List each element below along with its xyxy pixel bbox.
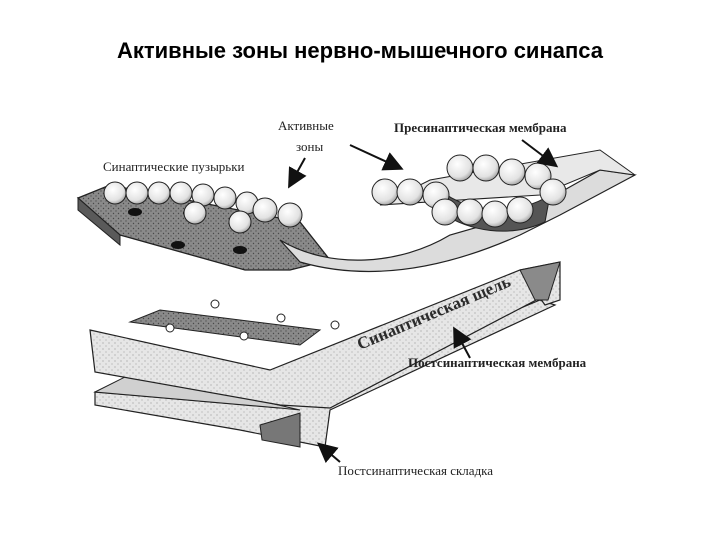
label-postsynaptic-fold: Постсинаптическая складка — [338, 463, 493, 478]
annotation-arrows — [288, 139, 559, 463]
postsynaptic-membrane-sheet — [89, 261, 561, 409]
synaptic-vesicles-left — [103, 181, 303, 234]
label-active-zones-line1: Активные — [278, 118, 334, 133]
slide-title: Активные зоны нервно-мышечного синапса — [116, 38, 604, 63]
label-presynaptic-membrane: Пресинаптическая мембрана — [394, 120, 567, 135]
label-synaptic-vesicles: Синаптические пузырьки — [103, 159, 245, 174]
label-postsynaptic-membrane: Постсинаптическая мембрана — [408, 355, 587, 370]
label-active-zones-line2: зоны — [296, 139, 324, 154]
synaptic-vesicles-right — [371, 154, 567, 228]
receptor-markers — [165, 299, 340, 341]
